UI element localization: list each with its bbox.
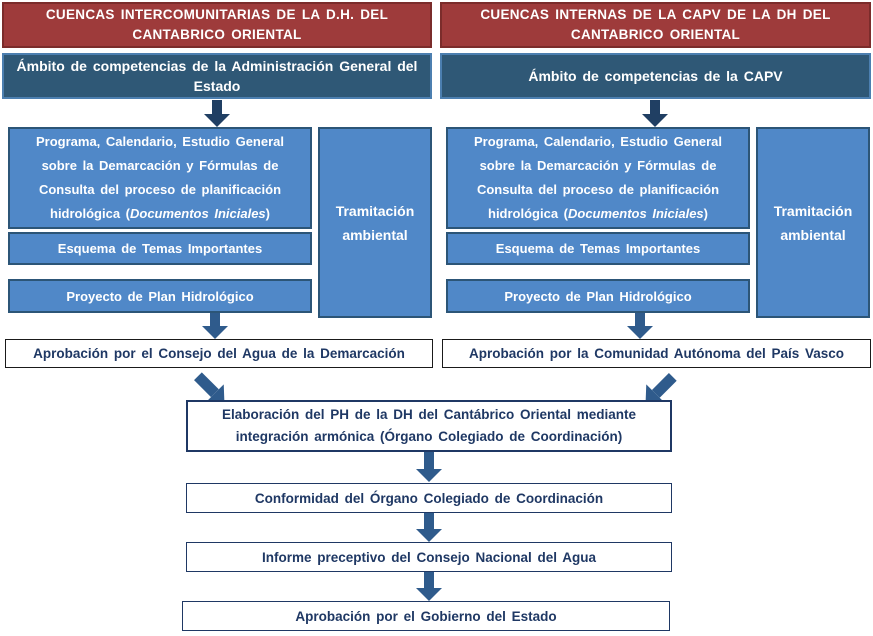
arrow-down-icon [416,572,442,601]
scope-administracion-general-estado-label: Ámbito de competencias de la Administrac… [16,58,418,94]
arrow-head [627,326,653,339]
arrow-stem [210,313,220,326]
elaboracion-ph-integracion-armonica: Elaboración del PH de la DH del Cantábri… [186,400,672,452]
arrow-down-icon [202,313,228,339]
arrow-head [416,469,442,482]
aprobacion-gobierno-estado-label: Aprobación por el Gobierno del Estado [295,608,557,624]
arrow-down-icon [627,313,653,339]
aprobacion-comunidad-autonoma-pais-vasco-label: Aprobación por la Comunidad Autónoma del… [468,346,845,361]
arrow-down-icon [204,100,230,127]
arrow-head [416,588,442,601]
scope-capv: Ámbito de competencias de la CAPV [440,53,871,99]
proyecto-plan-hidrologico-right: Proyecto de Plan Hidrológico [446,279,750,313]
elaboracion-ph-integracion-armonica-label: Elaboración del PH de la DH del Cantábri… [221,407,637,444]
tramitacion-ambiental-left-label: Tramitación ambiental [335,202,415,243]
header-cuencas-intercomunitarias-label: CUENCAS INTERCOMUNITARIAS DE LA D.H. DEL… [45,7,389,42]
arrow-stem [424,452,434,469]
tramitacion-ambiental-right: Tramitación ambiental [756,127,870,318]
arrow-down-icon [416,452,442,482]
tramitacion-ambiental-left: Tramitación ambiental [318,127,432,318]
arrow-head [642,114,668,127]
informe-consejo-nacional-agua: Informe preceptivo del Consejo Nacional … [186,542,672,572]
esquema-temas-importantes-right: Esquema de Temas Importantes [446,232,750,265]
scope-administracion-general-estado: Ámbito de competencias de la Administrac… [2,53,432,99]
arrow-down-icon [416,513,442,542]
tramitacion-ambiental-right-label: Tramitación ambiental [773,202,853,243]
header-cuencas-internas-capv-label: CUENCAS INTERNAS DE LA CAPV DE LA DH DEL… [480,7,831,42]
programa-documentos-iniciales-left: Programa, Calendario, Estudio General so… [8,127,312,229]
arrow-stem [212,100,222,114]
informe-consejo-nacional-agua-label: Informe preceptivo del Consejo Nacional … [261,549,597,565]
aprobacion-comunidad-autonoma-pais-vasco: Aprobación por la Comunidad Autónoma del… [442,339,871,368]
conformidad-organo-colegiado: Conformidad del Órgano Colegiado de Coor… [186,483,672,513]
scope-capv-label: Ámbito de competencias de la CAPV [528,68,783,84]
arrow-down-icon [642,100,668,127]
esquema-temas-importantes-right-label: Esquema de Temas Importantes [495,241,701,256]
arrow-head [202,326,228,339]
arrow-head [416,529,442,542]
programa-documentos-iniciales-right: Programa, Calendario, Estudio General so… [446,127,750,229]
arrow-stem [650,100,660,114]
programa-documentos-iniciales-right-label: Programa, Calendario, Estudio General so… [473,134,722,221]
conformidad-organo-colegiado-label: Conformidad del Órgano Colegiado de Coor… [254,490,604,506]
aprobacion-gobierno-estado: Aprobación por el Gobierno del Estado [182,601,670,631]
esquema-temas-importantes-left: Esquema de Temas Importantes [8,232,312,265]
arrow-stem [635,313,645,326]
arrow-stem [424,572,434,588]
esquema-temas-importantes-left-label: Esquema de Temas Importantes [57,241,263,256]
proyecto-plan-hidrologico-left: Proyecto de Plan Hidrológico [8,279,312,313]
aprobacion-consejo-agua-demarcacion-label: Aprobación por el Consejo del Agua de la… [33,346,405,361]
header-cuencas-internas-capv: CUENCAS INTERNAS DE LA CAPV DE LA DH DEL… [440,2,871,48]
arrow-head [204,114,230,127]
proyecto-plan-hidrologico-left-label: Proyecto de Plan Hidrológico [66,288,254,304]
programa-documentos-iniciales-left-label: Programa, Calendario, Estudio General so… [35,134,284,221]
header-cuencas-intercomunitarias: CUENCAS INTERCOMUNITARIAS DE LA D.H. DEL… [2,2,432,48]
aprobacion-consejo-agua-demarcacion: Aprobación por el Consejo del Agua de la… [5,339,433,368]
proyecto-plan-hidrologico-right-label: Proyecto de Plan Hidrológico [504,288,692,304]
arrow-stem [424,513,434,529]
